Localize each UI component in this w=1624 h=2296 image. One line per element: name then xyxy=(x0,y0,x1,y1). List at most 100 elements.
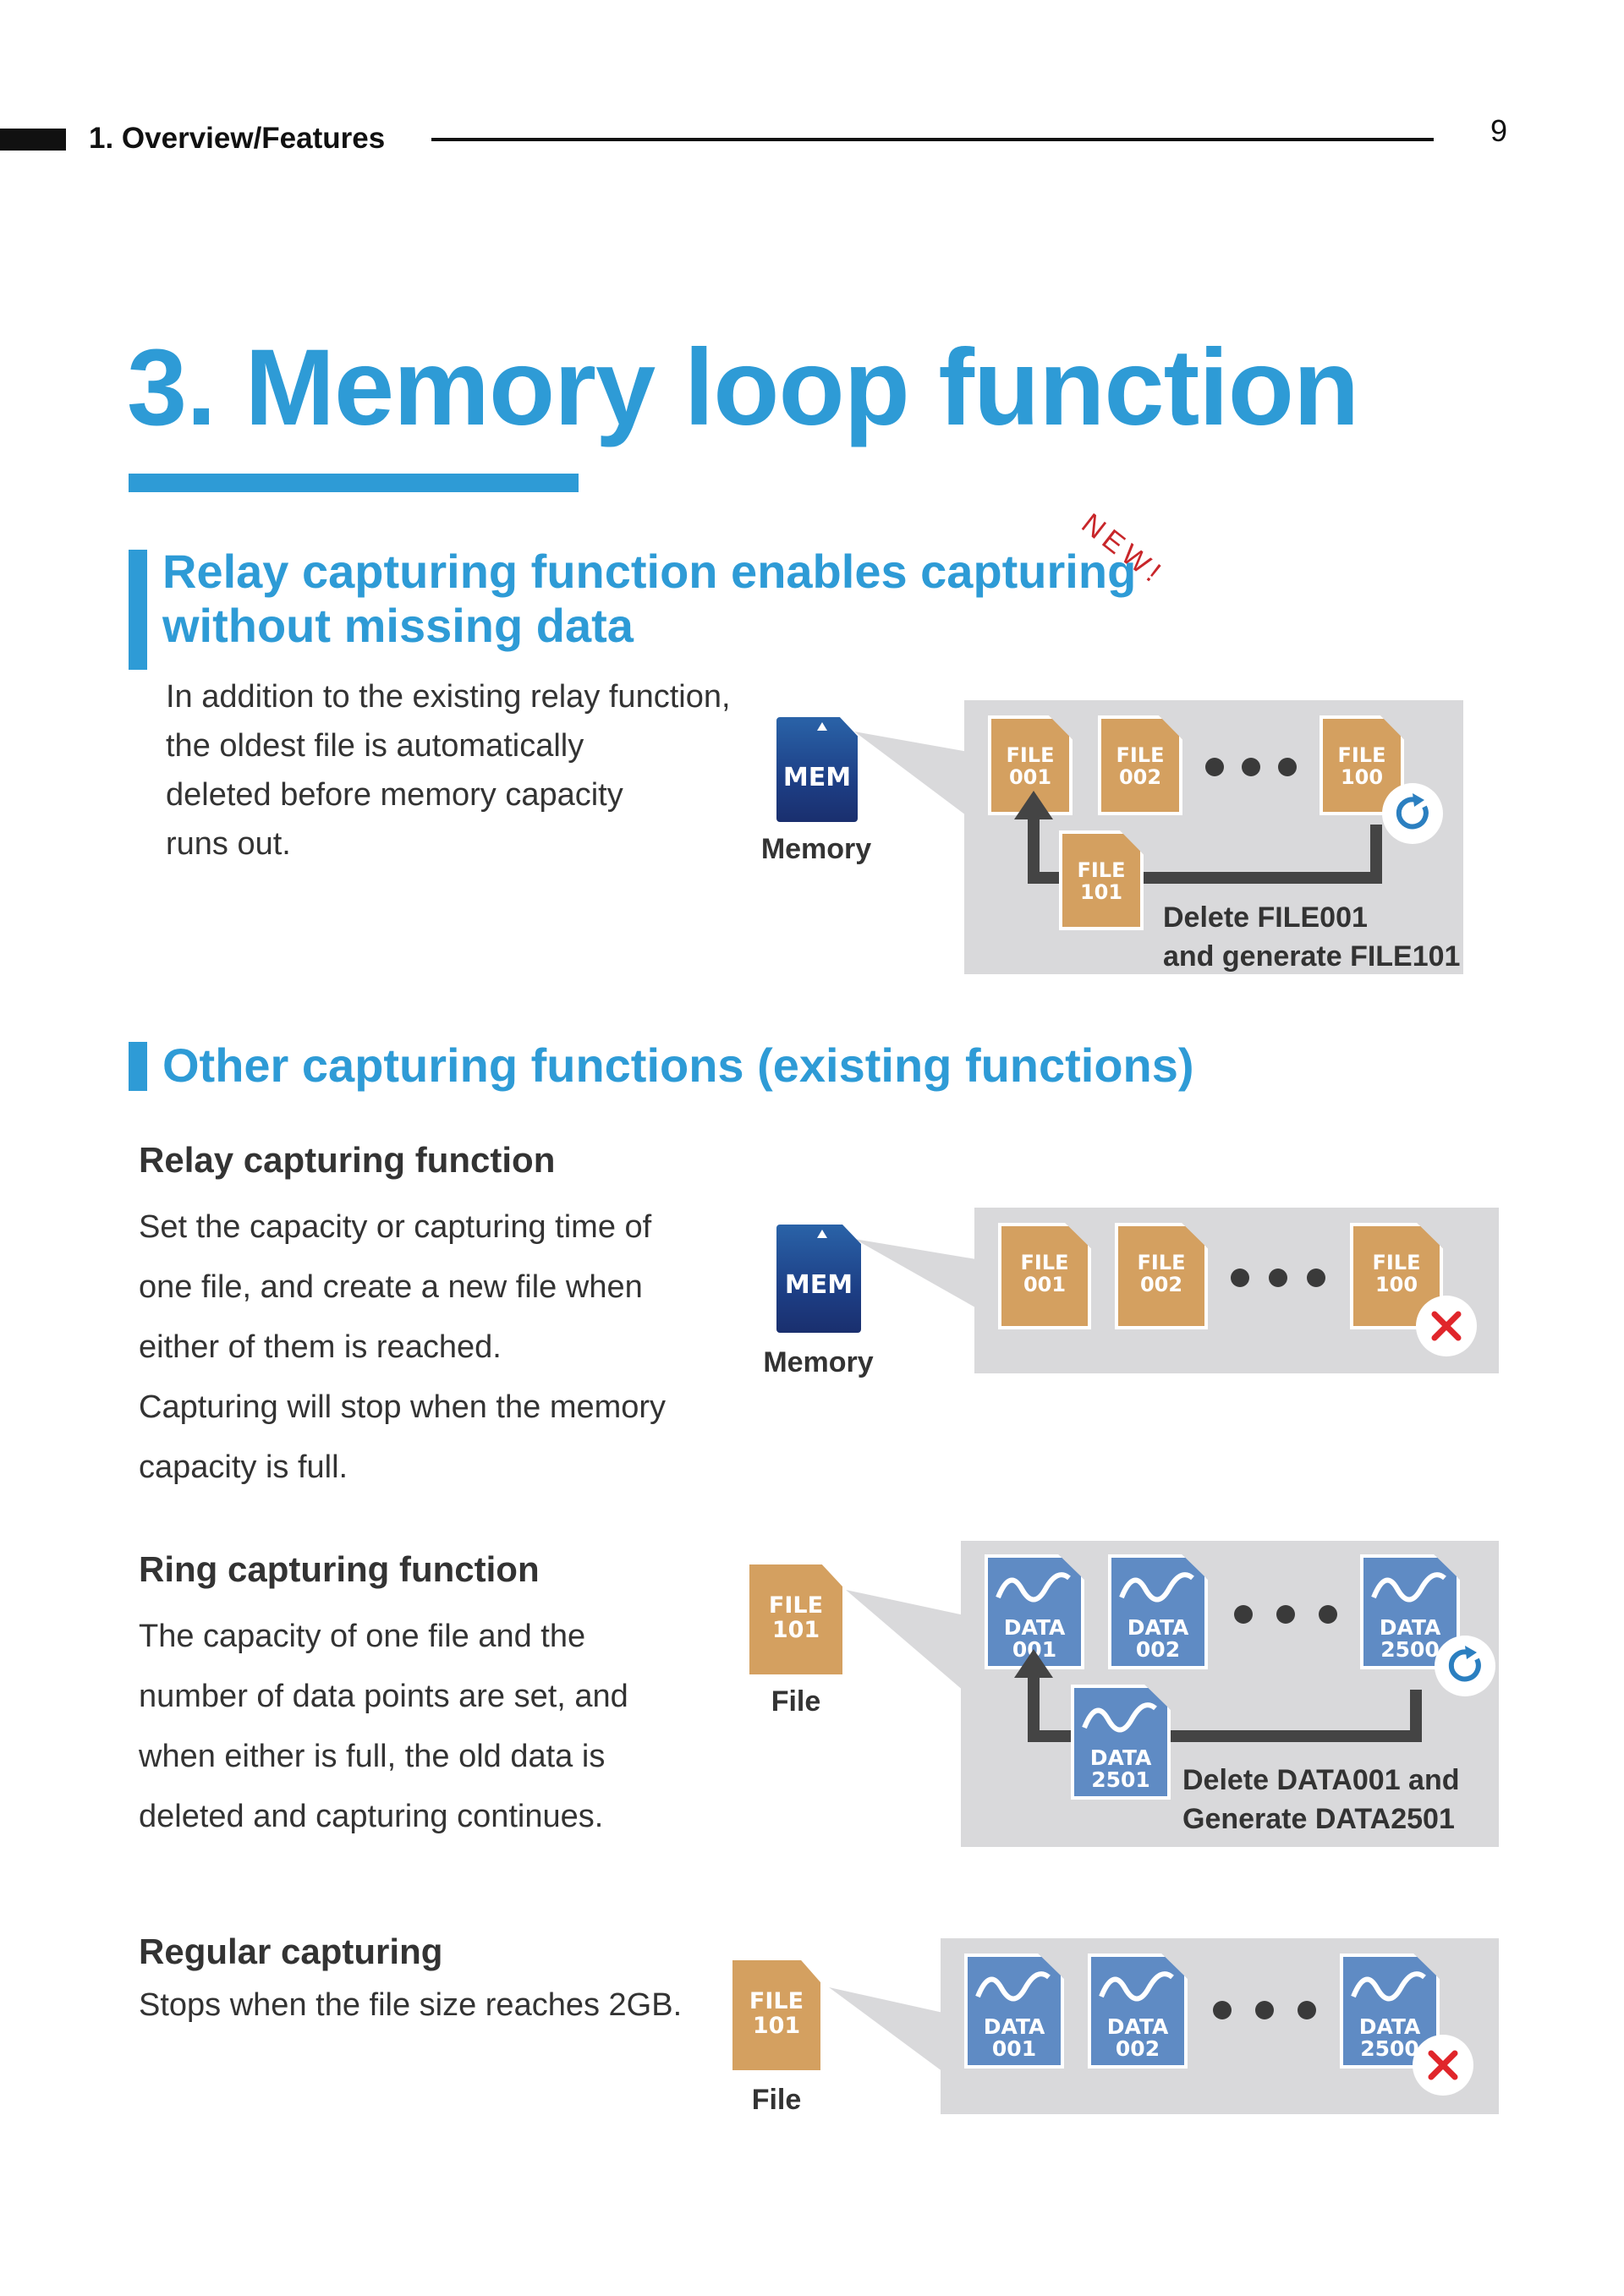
body-line: the oldest file is automatically xyxy=(166,728,584,764)
stop-icon xyxy=(1413,2035,1473,2096)
data-number: 2500 xyxy=(1380,1637,1440,1662)
ellipsis-dot xyxy=(1298,2001,1316,2019)
data-label: DATA xyxy=(1379,1615,1441,1640)
card-label: MEM xyxy=(782,763,852,792)
caption-line: Generate DATA2501 xyxy=(1182,1803,1455,1835)
data-number: 002 xyxy=(1135,1637,1181,1662)
memory-caption: Memory xyxy=(760,833,872,865)
body-line: capacity is full. xyxy=(139,1449,348,1485)
file-number: 002 xyxy=(1139,1273,1183,1296)
file-label: FILE xyxy=(749,1988,804,2014)
page-number: 9 xyxy=(1490,113,1508,148)
data-number: 001 xyxy=(991,2036,1037,2061)
caption-line: Delete DATA001 and xyxy=(1182,1764,1460,1796)
data-number: 2500 xyxy=(1360,2036,1419,2061)
relay-loop-caption: Delete FILE001 and generate FILE101 xyxy=(1163,898,1460,976)
file-label: FILE xyxy=(1116,743,1165,767)
file-number: 002 xyxy=(1118,765,1162,789)
file-number: 101 xyxy=(752,2013,801,2039)
data-label: DATA xyxy=(1003,1615,1066,1640)
ring-loop-caption: Delete DATA001 and Generate DATA2501 xyxy=(1182,1761,1460,1838)
memory-card-icon: MEM xyxy=(776,1225,861,1333)
loop-icon xyxy=(1382,783,1443,844)
data-number: 2501 xyxy=(1091,1767,1150,1792)
caption-line: and generate FILE101 xyxy=(1163,940,1461,973)
header-marker xyxy=(0,129,66,151)
body-line: number of data points are set, and xyxy=(139,1679,628,1714)
body-line: when either is full, the old data is xyxy=(139,1739,606,1774)
card-label: MEM xyxy=(784,1270,853,1300)
relay-capturing-body: Set the capacity or capturing time of on… xyxy=(139,1197,666,1498)
file-label: FILE xyxy=(1077,858,1126,882)
ellipsis-dot xyxy=(1213,2001,1232,2019)
ellipsis-dot xyxy=(1307,1269,1325,1287)
heading-line: Relay capturing function enables capturi… xyxy=(162,545,1137,598)
memory-card-icon: MEM xyxy=(776,717,858,822)
file-label: FILE xyxy=(1137,1251,1186,1274)
relay-capturing-title: Relay capturing function xyxy=(139,1140,556,1180)
ellipsis-dot xyxy=(1255,2001,1274,2019)
file-caption: File xyxy=(771,1685,821,1718)
file-number: 001 xyxy=(1008,765,1052,789)
file-number: 100 xyxy=(1340,765,1384,789)
body-line: Set the capacity or capturing time of xyxy=(139,1209,652,1245)
memory-caption: Memory xyxy=(763,1346,874,1378)
page-title: 3. Memory loop function xyxy=(127,327,1359,448)
data-label: DATA xyxy=(983,2014,1045,2039)
title-underline xyxy=(129,474,579,492)
data-label: DATA xyxy=(1127,1615,1189,1640)
data-label: DATA xyxy=(1106,2014,1169,2039)
callout-wedge xyxy=(829,1987,943,2072)
ring-capturing-title: Ring capturing function xyxy=(139,1549,540,1589)
body-line: runs out. xyxy=(166,826,291,862)
body-line: either of them is reached. xyxy=(139,1329,502,1365)
body-line: deleted before memory capacity xyxy=(166,777,623,813)
ellipsis-dot xyxy=(1234,1605,1253,1624)
ellipsis-dot xyxy=(1278,758,1297,776)
file-label: FILE xyxy=(1337,743,1386,767)
body-line: Capturing will stop when the memory xyxy=(139,1389,667,1425)
data-number: 002 xyxy=(1115,2036,1160,2061)
file-number: 100 xyxy=(1374,1273,1418,1296)
section-marker xyxy=(129,1042,147,1091)
file-number: 101 xyxy=(771,1617,820,1643)
header-rule xyxy=(431,138,1434,141)
body-line: deleted and capturing continues. xyxy=(139,1799,604,1834)
body-line: In addition to the existing relay functi… xyxy=(166,679,731,715)
ring-capturing-body: The capacity of one file and the number … xyxy=(139,1607,628,1847)
ellipsis-dot xyxy=(1269,1269,1287,1287)
other-section-heading: Other capturing functions (existing func… xyxy=(162,1038,1194,1092)
callout-wedge xyxy=(854,1239,981,1311)
file-number: 001 xyxy=(1023,1273,1067,1296)
file-label: FILE xyxy=(1372,1251,1421,1274)
regular-capturing-body: Stops when the file size reaches 2GB. xyxy=(139,1987,683,2023)
callout-wedge xyxy=(846,1590,964,1691)
file-caption: File xyxy=(751,2084,802,2116)
caption-line: Delete FILE001 xyxy=(1163,901,1368,934)
data-label: DATA xyxy=(1089,1745,1152,1770)
ellipsis-dot xyxy=(1242,758,1260,776)
body-line: The capacity of one file and the xyxy=(139,1619,586,1654)
ellipsis-dot xyxy=(1319,1605,1337,1624)
stop-icon xyxy=(1416,1296,1477,1356)
body-line: one file, and create a new file when xyxy=(139,1269,643,1305)
relay-section-body: In addition to the existing relay functi… xyxy=(166,672,731,869)
relay-section-heading: Relay capturing function enables capturi… xyxy=(162,545,1136,653)
loop-icon xyxy=(1435,1636,1495,1696)
header-section-title: 1. Overview/Features xyxy=(89,122,386,155)
heading-line: without missing data xyxy=(162,599,634,652)
ellipsis-dot xyxy=(1205,758,1224,776)
file-label: FILE xyxy=(768,1592,824,1619)
regular-capturing-title: Regular capturing xyxy=(139,1932,443,1971)
ellipsis-dot xyxy=(1231,1269,1249,1287)
